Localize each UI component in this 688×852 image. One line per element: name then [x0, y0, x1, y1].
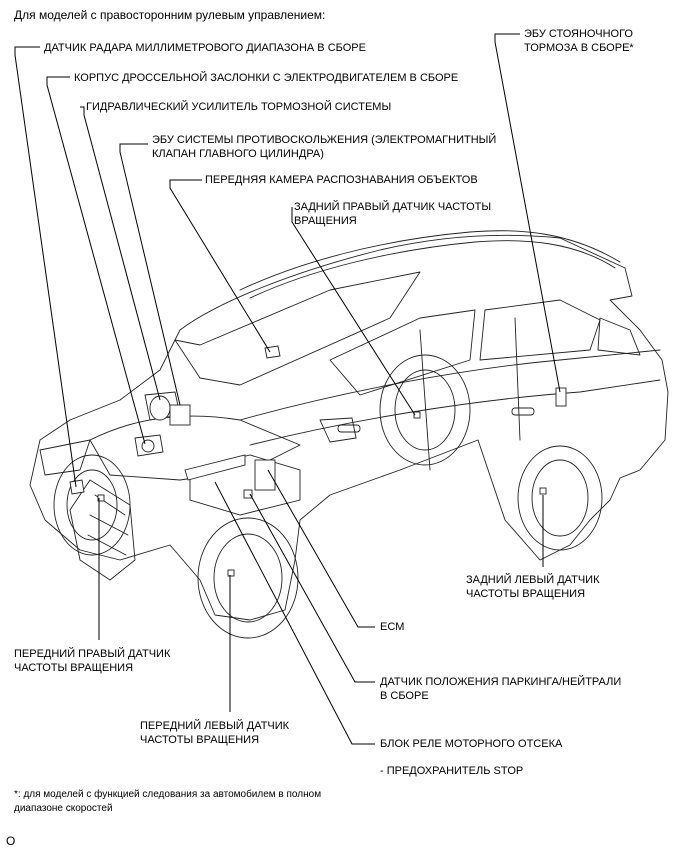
footnote: *: для моделей с функцией следования за … [14, 789, 322, 814]
wheel-front-right [53, 454, 131, 556]
leader-rr-speed [291, 207, 416, 416]
car-body-outline [29, 234, 669, 621]
leader-ecm [267, 469, 375, 628]
label-park-neutral-switch: ДАТЧИК ПОЛОЖЕНИЯ ПАРКИНГА/НЕЙТРАЛИ В СБО… [380, 676, 622, 702]
park-neutral-switch [243, 489, 253, 499]
label-radar-sensor: ДАТЧИК РАДАРА МИЛЛИМЕТРОВОГО ДИАПАЗОНА В… [44, 42, 366, 54]
label-brake-booster: ГИДРАВЛИЧЕСКИЙ УСИЛИТЕЛЬ ТОРМОЗНОЙ СИСТЕ… [86, 101, 392, 113]
leader-throttle [46, 76, 146, 445]
label-parking-brake-ecu: ЭБУ СТОЯНОЧНОГО ТОРМОЗА В СБОРЕ* [524, 28, 634, 54]
label-engine-relay-block: БЛОК РЕЛЕ МОТОРНОГО ОТСЕКА [380, 738, 563, 750]
label-front-camera: ПЕРЕДНЯЯ КАМЕРА РАСПОЗНАВАНИЯ ОБЪЕКТОВ [205, 174, 478, 186]
wheel-rear-right [379, 354, 471, 466]
label-ecm: ECM [380, 621, 405, 633]
side-window-front [329, 309, 476, 396]
figure-code: O [6, 834, 16, 848]
ecm-unit [254, 459, 276, 491]
label-stop-fuse: - ПРЕДОХРАНИТЕЛЬ STOP [380, 765, 524, 777]
leader-relay-block [214, 481, 375, 745]
label-throttle-body: КОРПУС ДРОССЕЛЬНОЙ ЗАСЛОНКИ С ЭЛЕКТРОДВИ… [74, 72, 459, 84]
label-front-right-speed-sensor: ПЕРЕДНИЙ ПРАВЫЙ ДАТЧИК ЧАСТОТЫ ВРАЩЕНИЯ [14, 648, 171, 674]
leader-booster [80, 106, 161, 401]
leader-parking-ecu [494, 33, 561, 393]
label-skid-control-ecu: ЭБУ СИСТЕМЫ ПРОТИВОСКОЛЬЖЕНИЯ (ЭЛЕКТРОМА… [152, 134, 497, 160]
label-front-left-speed-sensor: ПЕРЕДНИЙ ЛЕВЫЙ ДАТЧИК ЧАСТОТЫ ВРАЩЕНИЯ [140, 720, 290, 746]
label-rear-right-speed-sensor: ЗАДНИЙ ПРАВЫЙ ДАТЧИК ЧАСТОТЫ ВРАЩЕНИЯ [294, 201, 492, 227]
windshield [174, 271, 421, 386]
radar-sensor [69, 479, 85, 495]
parking-brake-ecu [555, 387, 567, 407]
leader-skid-ecu [119, 143, 181, 406]
wheel-rear-left [517, 445, 603, 551]
leader-camera [169, 179, 271, 353]
header-note: Для моделей с правосторонним рулевым упр… [14, 8, 326, 22]
leader-radar [14, 46, 77, 488]
leader-park-neutral [249, 493, 375, 683]
label-rear-left-speed-sensor: ЗАДНИЙ ЛЕВЫЙ ДАТЧИК ЧАСТОТЫ ВРАЩЕНИЯ [466, 574, 600, 600]
side-window-rear [479, 299, 601, 361]
wheel-front-left [197, 517, 299, 639]
